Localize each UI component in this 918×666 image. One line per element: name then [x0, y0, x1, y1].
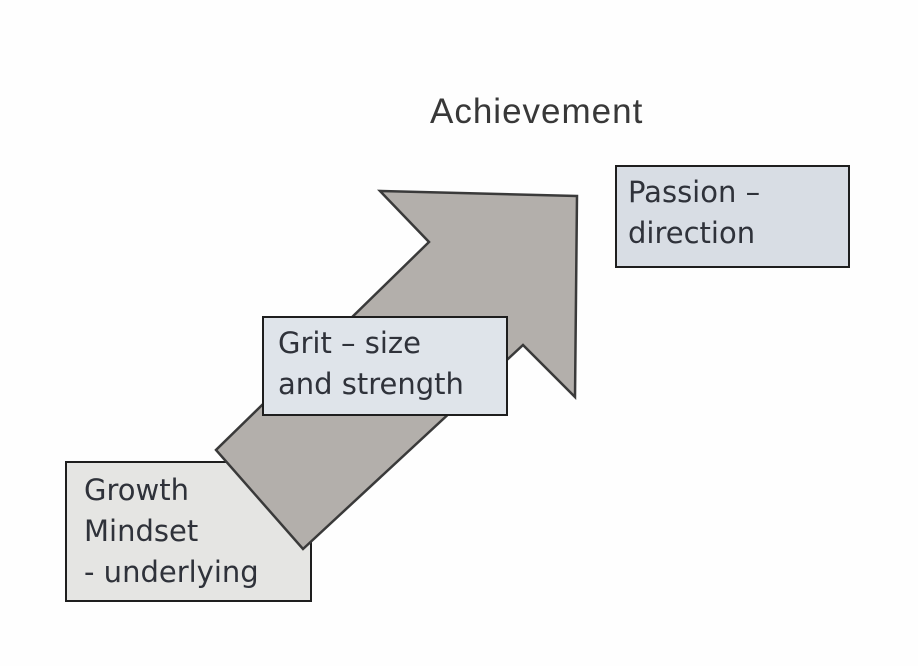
- passion-box-line: direction: [628, 216, 756, 250]
- grit-box-line: and strength: [278, 367, 464, 401]
- passion-box-line: Passion –: [628, 175, 761, 209]
- grit-box-line: Grit – size: [278, 326, 421, 360]
- diagram-title: Achievement: [430, 92, 644, 131]
- growth-mindset-box: Growth Mindset - underlying: [65, 461, 312, 602]
- growth-box-line: Growth: [84, 473, 189, 507]
- growth-box-line: Mindset: [84, 514, 199, 548]
- growth-box-line: - underlying: [84, 555, 259, 589]
- grit-box: Grit – size and strength: [262, 316, 508, 416]
- passion-box: Passion – direction: [615, 165, 850, 268]
